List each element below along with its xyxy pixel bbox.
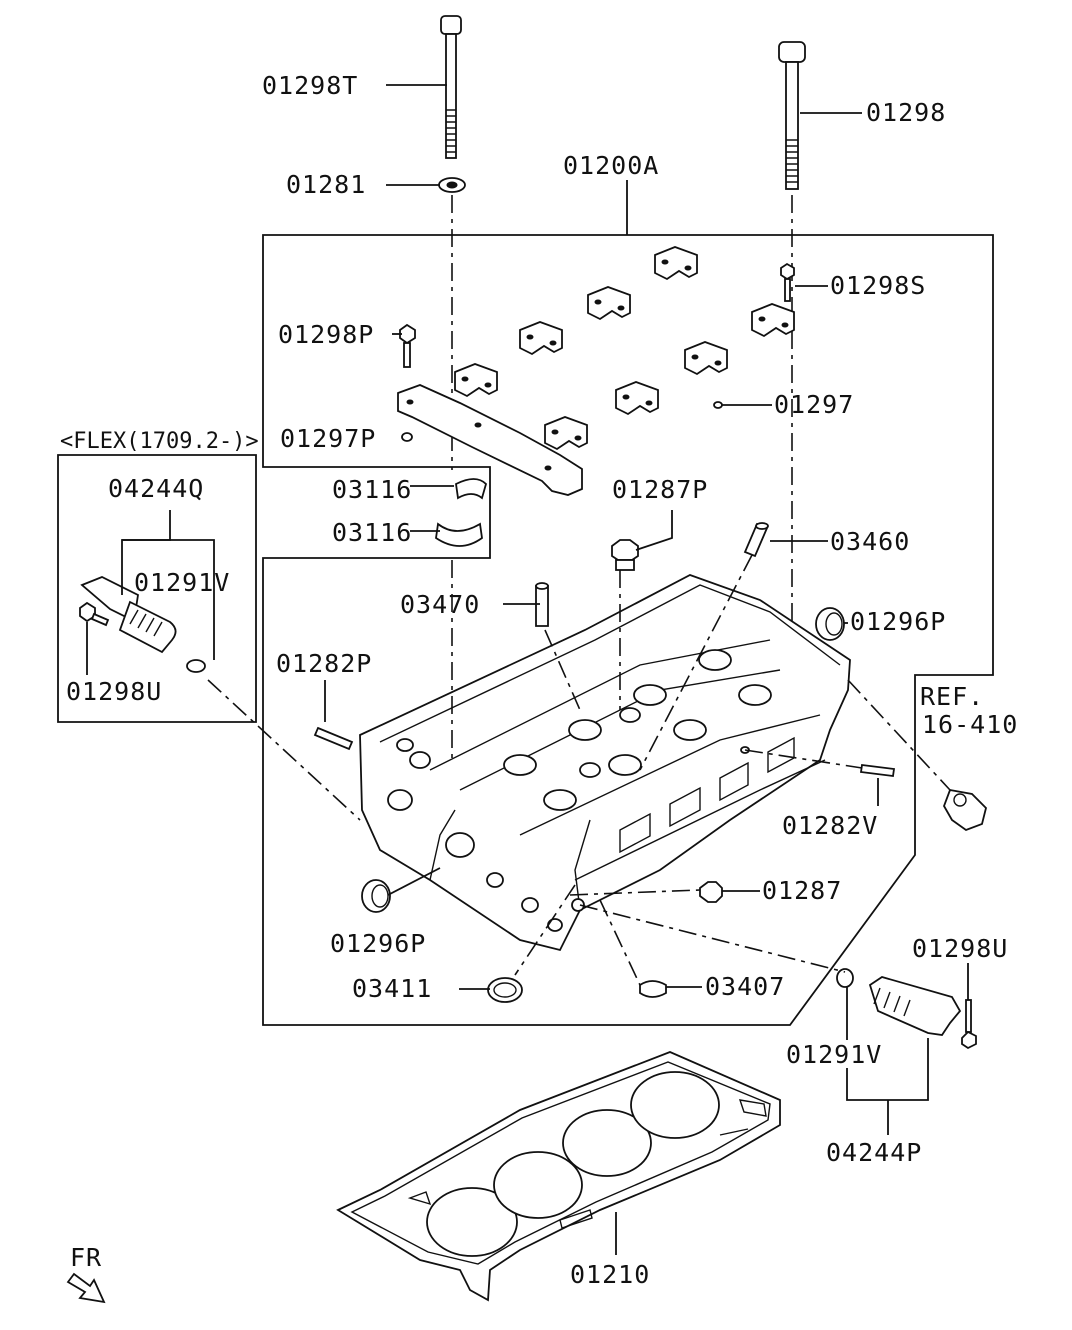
- stud-01282P: [313, 726, 354, 751]
- camshaft-cap: [615, 381, 659, 416]
- seal-03407: [639, 980, 667, 998]
- label-01282P: 01282P: [276, 649, 372, 678]
- camshaft-cap: [519, 321, 563, 356]
- label-01298T: 01298T: [262, 71, 358, 100]
- bolt-01298U-flex: [79, 601, 110, 627]
- bolt-01298P: [399, 323, 416, 368]
- camshaft-cap: [587, 286, 631, 321]
- label-01296P-right: 01296P: [850, 607, 946, 636]
- label-01282V: 01282V: [782, 811, 878, 840]
- label-04244Q: 04244Q: [108, 474, 204, 503]
- label-01298P: 01298P: [278, 320, 374, 349]
- label-03411: 03411: [352, 974, 432, 1003]
- bearing-shell-03116-upper: [455, 478, 488, 500]
- label-01210: 01210: [570, 1260, 650, 1289]
- bearing-shell-03116-lower: [435, 522, 483, 547]
- oil-control-valve-flex: [80, 576, 206, 673]
- camshaft-cap: [544, 416, 588, 451]
- label-03470: 03470: [400, 590, 480, 619]
- dowel-03470: [535, 582, 549, 627]
- cylinder-head-body: [359, 574, 851, 952]
- ref-16-410-part: [943, 788, 987, 832]
- flex-box-title: <FLEX(1709.2-)>: [60, 429, 259, 454]
- label-01297P: 01297P: [280, 424, 376, 453]
- plug-01296P-right: [815, 607, 845, 641]
- label-01200A: 01200A: [563, 151, 659, 180]
- label-01298S: 01298S: [830, 271, 926, 300]
- bolt-01298: [778, 41, 806, 190]
- label-04244P: 04244P: [826, 1138, 922, 1167]
- flex-box-outline: [57, 454, 257, 723]
- camshaft-cap: [684, 341, 728, 376]
- dowel-01297P: [401, 432, 413, 442]
- label-ref-line2: 16-410: [922, 710, 1018, 739]
- plug-01296P-left: [361, 879, 391, 913]
- stud-01282V-axis: [744, 749, 863, 769]
- camshaft-cap: [454, 363, 498, 398]
- oil-control-valve: [836, 968, 962, 1036]
- label-ref-line1: REF.: [920, 682, 984, 711]
- label-01298: 01298: [866, 98, 946, 127]
- label-01281: 01281: [286, 170, 366, 199]
- bolt-01298T: [440, 15, 462, 159]
- stud-01282V: [859, 763, 896, 778]
- bolt-01298U: [961, 999, 977, 1050]
- label-01296P-left: 01296P: [330, 929, 426, 958]
- sleeve-03460: [743, 522, 769, 558]
- camshaft-cap: [654, 246, 698, 281]
- leader-lines: [86, 84, 969, 1255]
- bolt-01298S: [780, 262, 795, 302]
- label-03407: 03407: [705, 972, 785, 1001]
- label-03116-lower: 03116: [332, 518, 412, 547]
- label-03116-upper: 03116: [332, 475, 412, 504]
- label-01298U: 01298U: [912, 934, 1008, 963]
- label-01291V: 01291V: [786, 1040, 882, 1069]
- label-fr: FR: [70, 1243, 102, 1272]
- label-01291V-flex: 01291V: [134, 568, 230, 597]
- washer-01281: [438, 177, 466, 193]
- plug-01287P: [611, 539, 639, 571]
- nut-01287: [699, 881, 723, 903]
- front-camshaft-bridge: [397, 384, 583, 496]
- label-01298U-flex: 01298U: [66, 677, 162, 706]
- dashed-assembly-lines: [207, 554, 951, 986]
- front-arrow-icon: [66, 1272, 106, 1304]
- label-01297: 01297: [774, 390, 854, 419]
- dowel-01297: [713, 401, 723, 409]
- label-01287: 01287: [762, 876, 842, 905]
- head-gasket-01210: [336, 1051, 781, 1302]
- label-01287P: 01287P: [612, 475, 708, 504]
- camshaft-cap: [751, 303, 795, 338]
- oil-seal-03411: [487, 977, 523, 1003]
- label-03460: 03460: [830, 527, 910, 556]
